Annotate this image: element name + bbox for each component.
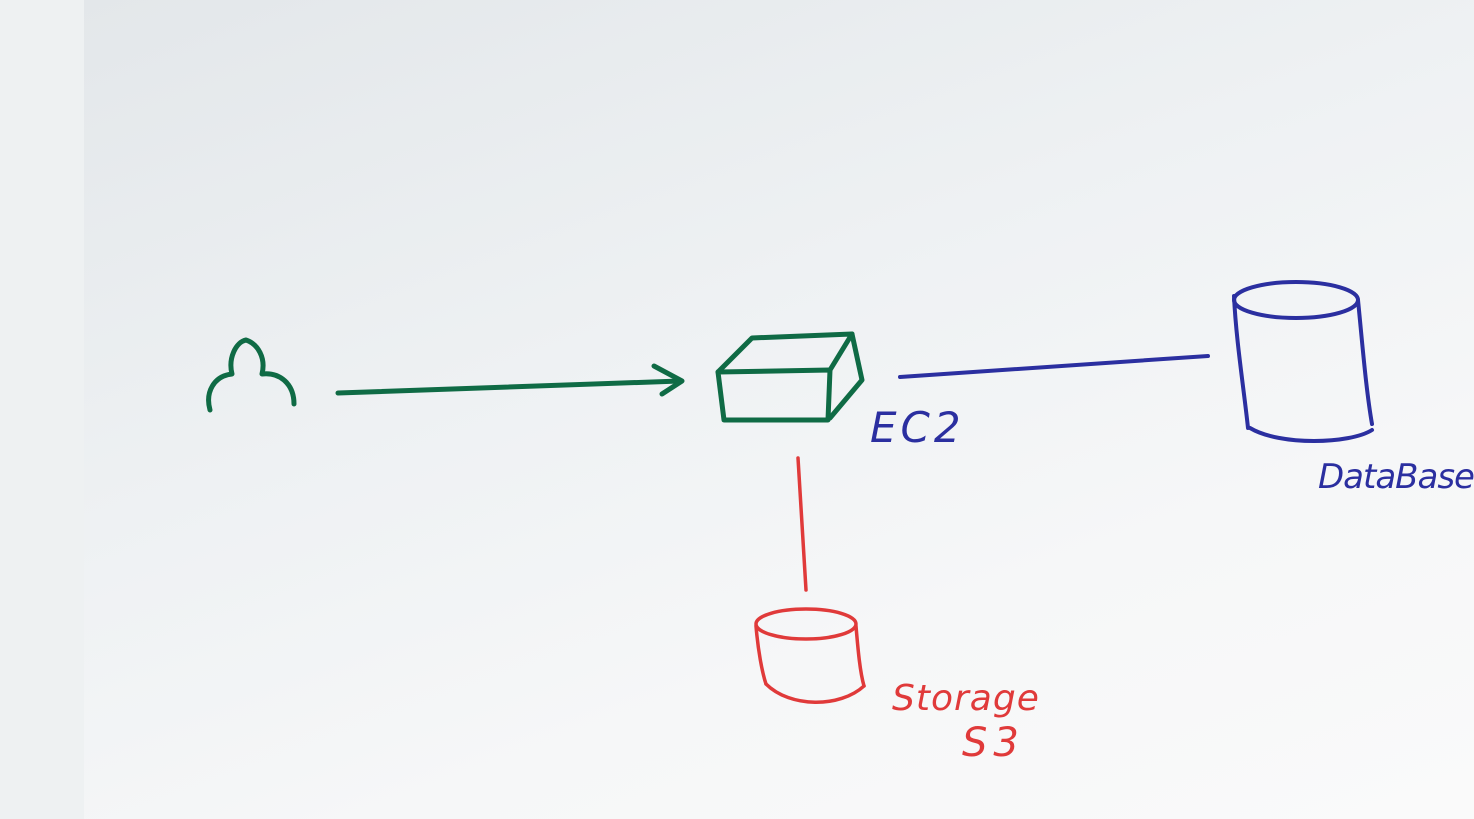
storage-s3-icon [754, 607, 866, 704]
ec2-to-database-line [898, 354, 1210, 379]
whiteboard-background [84, 0, 1474, 819]
database-label: DataBase [1318, 457, 1474, 497]
database-icon [1232, 280, 1374, 443]
ec2-server-icon [715, 331, 865, 423]
ec2-label: EC2 [870, 403, 965, 452]
s3-label: S3 [962, 720, 1025, 766]
user-icon [206, 337, 297, 413]
user-to-ec2-arrow [335, 363, 685, 397]
video-left-margin [0, 0, 84, 819]
ec2-to-storage-line [796, 456, 808, 592]
storage-label: Storage [892, 678, 1040, 719]
